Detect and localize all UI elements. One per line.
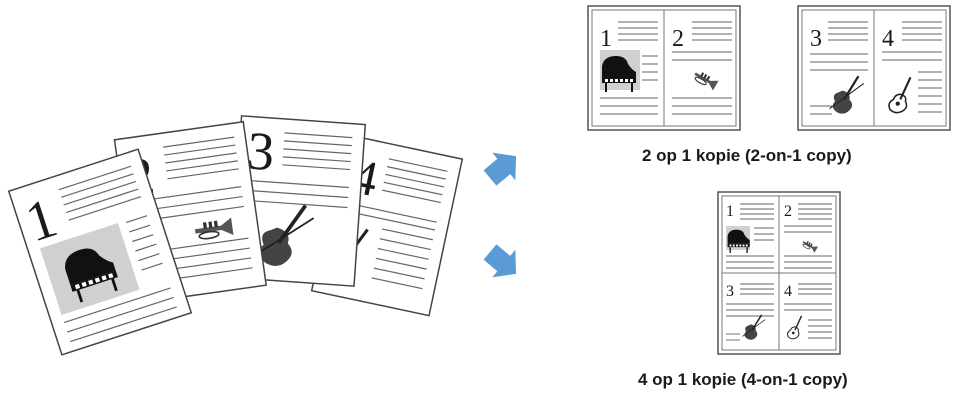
caption-4-on-1: 4 op 1 kopie (4-on-1 copy): [638, 370, 848, 390]
caption-2-on-1: 2 op 1 kopie (2-on-1 copy): [642, 146, 852, 166]
page-number: 4: [784, 283, 792, 300]
page-number: 4: [882, 26, 894, 52]
arrow-to-2-on-1: [478, 142, 527, 191]
source-pages-fan: 4 3: [9, 116, 463, 355]
page-number: 2: [784, 203, 792, 220]
page-number: 1: [726, 203, 734, 220]
sheet-2on1-b: 3 4: [798, 6, 950, 130]
page-number: 1: [600, 26, 612, 52]
sheet-4on1: 1 2 3: [718, 192, 840, 354]
sheet-2on1-a: 1 2: [588, 6, 740, 130]
arrow-to-4-on-1: [478, 238, 527, 287]
page-number: 3: [810, 26, 822, 52]
page-number: 2: [672, 26, 684, 52]
page-number: 3: [726, 283, 734, 300]
